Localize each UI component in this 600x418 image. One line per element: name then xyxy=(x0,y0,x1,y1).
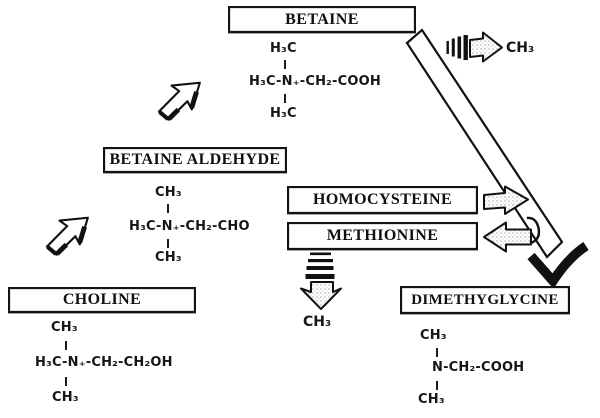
dimethylglycine-methyl-top: CH₃ xyxy=(420,328,447,343)
bond-line xyxy=(167,204,170,213)
choline-label: CHOLINE xyxy=(62,291,142,308)
homocysteine-in-arrow xyxy=(483,185,529,215)
bond-line xyxy=(284,94,287,103)
bond-line xyxy=(436,348,439,357)
betaine-formula: H₃C-N₊-CH₂-COOH xyxy=(249,74,381,89)
bond-line xyxy=(436,381,439,390)
betaine-label: BETAINE xyxy=(285,10,359,28)
betaine-aldehyde-methyl-top: CH₃ xyxy=(155,185,182,200)
homocysteine-label: HOMOCYSTEINE xyxy=(312,191,453,208)
betaine-aldehyde-to-betaine-arrow xyxy=(157,81,201,121)
choline-box: CHOLINE xyxy=(8,287,196,313)
methyl-label-top-right: CH₃ xyxy=(506,40,535,56)
dimethylglycine-formula: N-CH₂-COOH xyxy=(432,360,525,375)
bond-line xyxy=(65,341,68,350)
betaine-methyl-bottom: H₃C xyxy=(270,106,297,121)
betaine-methyl-top: H₃C xyxy=(270,41,297,56)
bond-line xyxy=(167,239,170,248)
dimethylglycine-methyl-bottom: CH₃ xyxy=(418,392,445,407)
choline-to-betaine-aldehyde-arrow xyxy=(45,216,89,256)
dimethylglycine-box: DIMETHYGLYCINE xyxy=(400,286,570,314)
betaine-aldehyde-box: BETAINE ALDEHYDE xyxy=(103,147,287,173)
dimethylglycine-label: DIMETHYGLYCINE xyxy=(411,291,559,308)
homocysteine-box: HOMOCYSTEINE xyxy=(287,186,478,214)
bond-line xyxy=(65,377,68,386)
bond-line xyxy=(284,60,287,69)
methionine-label: METHIONINE xyxy=(326,227,439,244)
betaine-aldehyde-formula: H₃C-N₊-CH₂-CHO xyxy=(129,219,250,234)
methyl-label-bottom-middle: CH₃ xyxy=(303,314,332,330)
methyl-release-top-arrow xyxy=(446,31,503,63)
betaine-aldehyde-label: BETAINE ALDEHYDE xyxy=(109,151,281,168)
choline-formula: H₃C-N₊-CH₂-CH₂OH xyxy=(35,355,173,370)
betaine-box: BETAINE xyxy=(228,6,416,33)
choline-methyl-bottom: CH₃ xyxy=(52,390,79,405)
choline-methyl-top: CH₃ xyxy=(51,320,78,335)
methyl-to-methionine-arrow xyxy=(300,252,342,310)
betaine-aldehyde-methyl-bottom: CH₃ xyxy=(155,250,182,265)
methionine-box: METHIONINE xyxy=(287,222,478,250)
methionine-out-arrow xyxy=(483,216,541,253)
